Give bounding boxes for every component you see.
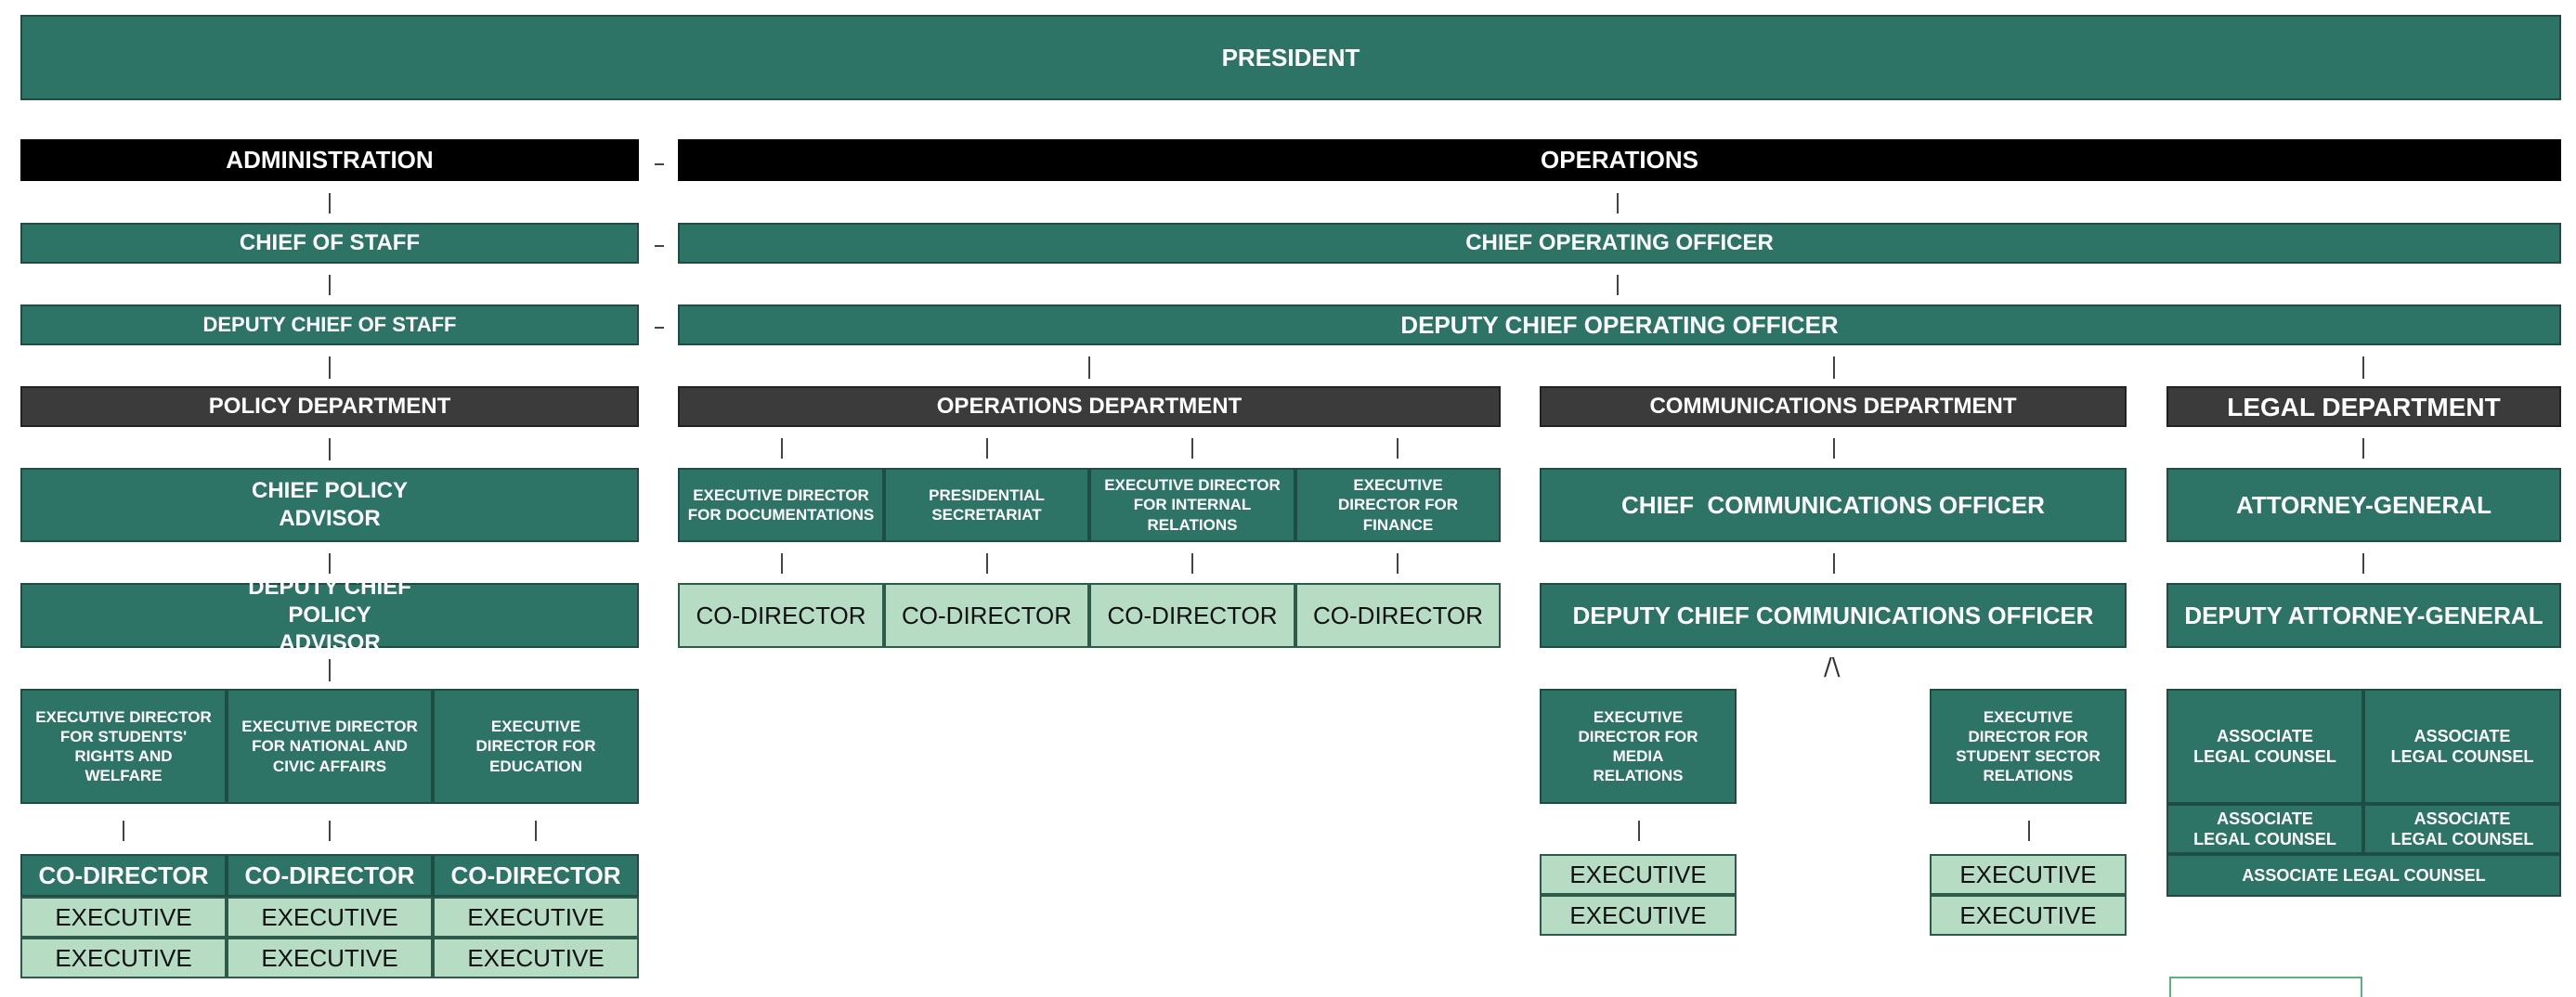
- connector: [329, 193, 331, 214]
- co-director-box: CO-DIRECTOR: [227, 854, 433, 897]
- connector: [1617, 275, 1619, 295]
- deputy-chief-communications-officer-box: DEPUTY CHIEF COMMUNICATIONS OFFICER: [1540, 583, 2127, 648]
- connector: [329, 659, 331, 681]
- attorney-general-box: ATTORNEY-GENERAL: [2166, 468, 2561, 542]
- connector: [329, 438, 331, 460]
- exec-director-students-rights-box: EXECUTIVE DIRECTOR FOR STUDENTS' RIGHTS …: [20, 689, 227, 804]
- connector: [329, 553, 331, 574]
- connector: [2028, 821, 2030, 841]
- co-director-box: CO-DIRECTOR: [433, 854, 639, 897]
- co-director-box: CO-DIRECTOR: [678, 583, 884, 648]
- executive-box: EXECUTIVE: [1930, 854, 2127, 895]
- associate-legal-counsel-box: ASSOCIATE LEGAL COUNSEL: [2166, 804, 2363, 854]
- connector: [781, 438, 783, 459]
- chief-operating-officer-box: CHIEF OPERATING OFFICER: [678, 223, 2561, 264]
- connector: [2362, 356, 2364, 379]
- administration-header: ADMINISTRATION: [20, 139, 639, 181]
- operations-header: OPERATIONS: [678, 139, 2561, 181]
- connector: [1617, 193, 1619, 214]
- connector: [1833, 553, 1835, 574]
- connector: [1191, 438, 1193, 459]
- separator-dash: [655, 163, 664, 165]
- exec-director-documentations-box: EXECUTIVE DIRECTOR FOR DOCUMENTATIONS: [678, 468, 884, 542]
- executive-box: EXECUTIVE: [433, 938, 639, 978]
- executive-box: EXECUTIVE: [227, 938, 433, 978]
- presidential-secretariat-box: PRESIDENTIAL SECRETARIAT: [884, 468, 1089, 542]
- deputy-chief-operating-officer-box: DEPUTY CHIEF OPERATING OFFICER: [678, 304, 2561, 345]
- connector: [329, 275, 331, 295]
- exec-director-finance-box: EXECUTIVE DIRECTOR FOR FINANCE: [1295, 468, 1501, 542]
- exec-director-education-box: EXECUTIVE DIRECTOR FOR EDUCATION: [433, 689, 639, 804]
- connector: [986, 438, 988, 459]
- deputy-chief-policy-advisor-box: DEPUTY CHIEF POLICY ADVISOR: [20, 575, 639, 655]
- exec-director-internal-relations-box: EXECUTIVE DIRECTOR FOR INTERNAL RELATION…: [1089, 468, 1295, 542]
- co-director-box: CO-DIRECTOR: [1295, 583, 1501, 648]
- executive-box: EXECUTIVE: [227, 897, 433, 938]
- associate-legal-counsel-box: ASSOCIATE LEGAL COUNSEL: [2166, 689, 2363, 804]
- connector: [2362, 553, 2364, 574]
- policy-department-header: POLICY DEPARTMENT: [20, 386, 639, 427]
- exec-director-media-relations-box: EXECUTIVE DIRECTOR FOR MEDIA RELATIONS: [1540, 689, 1737, 804]
- connector: [123, 821, 124, 841]
- associate-legal-counsel-box: ASSOCIATE LEGAL COUNSEL: [2363, 689, 2561, 804]
- connector: [781, 553, 783, 574]
- connector: [329, 821, 331, 841]
- connector: [1833, 356, 1835, 379]
- empty-box: [2169, 977, 2362, 997]
- connector: [1397, 438, 1399, 459]
- executive-box: EXECUTIVE: [1540, 854, 1737, 895]
- executive-box: EXECUTIVE: [1540, 895, 1737, 936]
- exec-director-national-civic-box: EXECUTIVE DIRECTOR FOR NATIONAL AND CIVI…: [227, 689, 433, 804]
- connector: [1638, 821, 1640, 841]
- connector: [2362, 438, 2364, 459]
- legal-department-header: LEGAL DEPARTMENT: [2166, 386, 2561, 427]
- executive-box: EXECUTIVE: [20, 897, 227, 938]
- communications-department-header: COMMUNICATIONS DEPARTMENT: [1540, 386, 2127, 427]
- president-box: PRESIDENT: [20, 15, 2561, 100]
- connector: [1397, 553, 1399, 574]
- connector: [535, 821, 537, 841]
- executive-box: EXECUTIVE: [20, 938, 227, 978]
- co-director-box: CO-DIRECTOR: [1089, 583, 1295, 648]
- connector: [1191, 553, 1193, 574]
- executive-box: EXECUTIVE: [433, 897, 639, 938]
- deputy-chief-of-staff-box: DEPUTY CHIEF OF STAFF: [20, 304, 639, 345]
- co-director-box: CO-DIRECTOR: [20, 854, 227, 897]
- chief-policy-advisor-box: CHIEF POLICY ADVISOR: [20, 468, 639, 542]
- separator-dash: [655, 245, 664, 247]
- chief-of-staff-box: CHIEF OF STAFF: [20, 223, 639, 264]
- associate-legal-counsel-box: ASSOCIATE LEGAL COUNSEL: [2166, 854, 2561, 897]
- connector: [986, 553, 988, 574]
- co-director-box: CO-DIRECTOR: [884, 583, 1089, 648]
- separator-dash: [655, 327, 664, 329]
- operations-department-header: OPERATIONS DEPARTMENT: [678, 386, 1501, 427]
- deputy-attorney-general-box: DEPUTY ATTORNEY-GENERAL: [2166, 583, 2561, 648]
- associate-legal-counsel-box: ASSOCIATE LEGAL COUNSEL: [2363, 804, 2561, 854]
- connector: [329, 356, 331, 379]
- connector: [1088, 356, 1090, 379]
- executive-box: EXECUTIVE: [1930, 895, 2127, 936]
- connector: [1833, 438, 1835, 459]
- chief-communications-officer-box: CHIEF COMMUNICATIONS OFFICER: [1540, 468, 2127, 542]
- branch-caret: /\: [1824, 654, 1841, 681]
- exec-director-student-sector-box: EXECUTIVE DIRECTOR FOR STUDENT SECTOR RE…: [1930, 689, 2127, 804]
